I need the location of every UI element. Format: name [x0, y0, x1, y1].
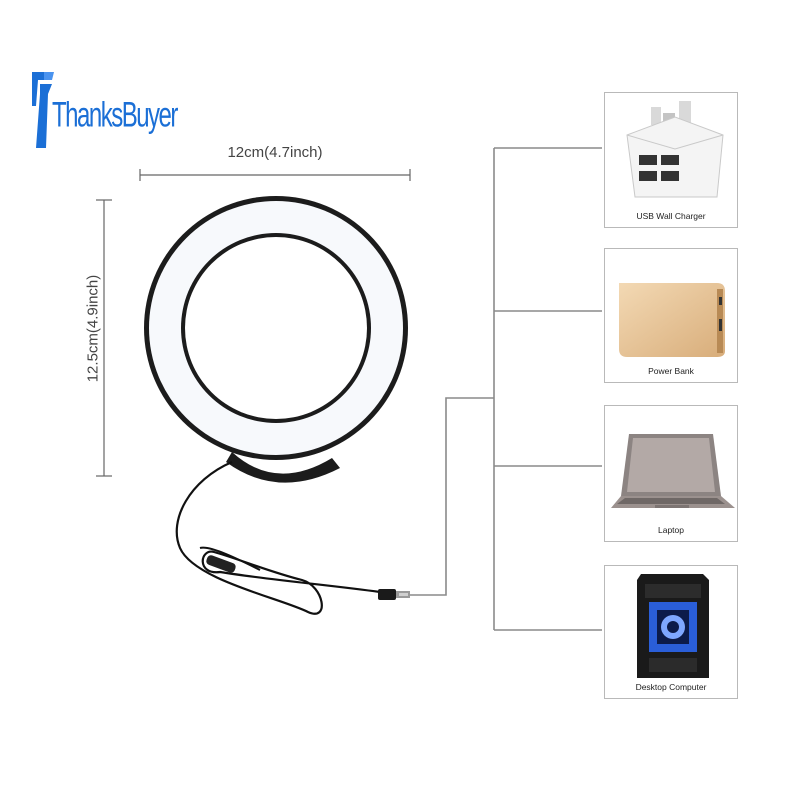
width-dimension-label: 12cm(4.7inch) — [227, 144, 323, 161]
laptop-icon — [611, 434, 735, 508]
width-dimension-line — [139, 169, 411, 181]
ring-light-icon — [144, 196, 408, 460]
device-label: Power Bank — [648, 366, 694, 376]
brand-logo-icon — [32, 72, 54, 148]
device-label: Desktop Computer — [635, 682, 707, 692]
device-label: USB Wall Charger — [636, 211, 706, 221]
usb-cable — [175, 460, 381, 615]
device-label: Laptop — [658, 525, 684, 535]
height-dimension-line — [96, 199, 112, 477]
device-card-laptop: Laptop — [604, 405, 738, 542]
device-card-power-bank: Power Bank — [604, 248, 738, 383]
device-card-desktop-computer: Desktop Computer — [604, 565, 738, 699]
power-bank-icon — [619, 283, 725, 357]
usb-plug-icon — [378, 589, 410, 600]
device-card-usb-wall-charger: USB Wall Charger — [604, 92, 738, 228]
desktop-computer-icon — [637, 574, 709, 678]
brand-name: ThanksBuyer — [52, 96, 178, 136]
ring-base — [226, 452, 340, 483]
connector-lines — [410, 147, 602, 631]
cable-switch — [206, 555, 236, 573]
usb-wall-charger-icon — [626, 101, 724, 198]
